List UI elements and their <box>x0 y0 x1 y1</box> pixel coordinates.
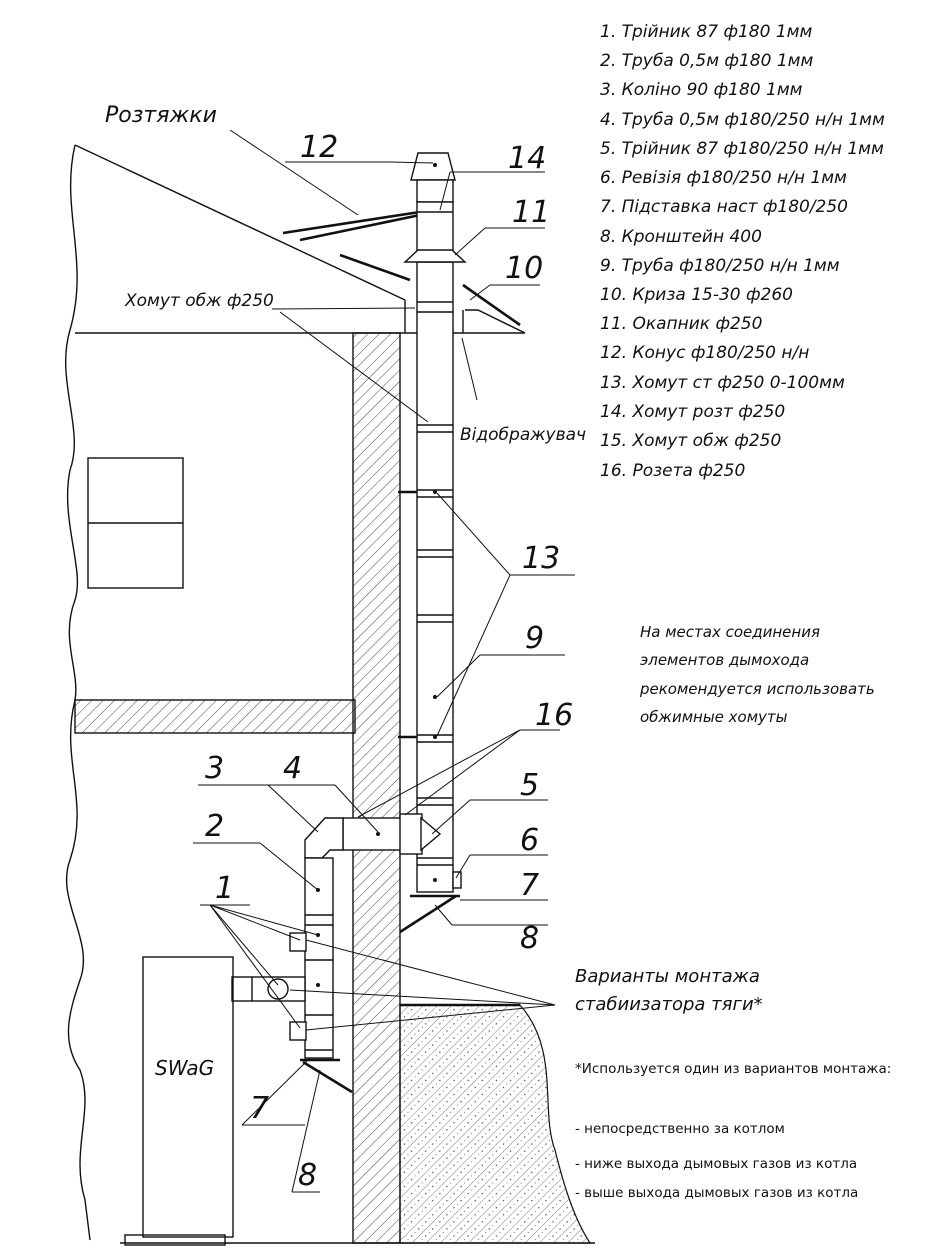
callout-8-top: 8 <box>520 921 539 956</box>
footnote-title: *Используется один из вариантов монтажа: <box>575 1061 891 1077</box>
boiler-flue-assembly <box>231 817 353 1094</box>
legend-item: 15. Хомут обж ф250 <box>600 431 781 451</box>
building-outline <box>64 144 525 1241</box>
note-line: рекомендуется использовать <box>639 680 875 698</box>
legend-item: 4. Труба 0,5м ф180/250 н/н 1мм <box>600 110 885 130</box>
legend-item: 5. Трійник 87 ф180/250 н/н 1мм <box>600 139 884 159</box>
note-line: обжимные хомуты <box>640 708 788 726</box>
legend: 1. Трійник 87 ф180 1мм 2. Труба 0,5м ф18… <box>600 22 885 481</box>
callout-7-bottom: 7 <box>250 1091 269 1126</box>
footnote-option: - ниже выхода дымовых газов из котла <box>575 1156 857 1172</box>
ground-section <box>399 1003 592 1244</box>
legend-item: 2. Труба 0,5м ф180 1мм <box>600 51 813 71</box>
callout-2: 2 <box>205 809 224 844</box>
legend-item: 6. Ревізія ф180/250 н/н 1мм <box>600 168 847 188</box>
boiler-label: SWaG <box>155 1056 214 1080</box>
legend-item: 10. Криза 15-30 ф260 <box>600 285 793 305</box>
guy-wires <box>282 210 521 327</box>
callout-10: 10 <box>505 251 543 286</box>
footnote-option: - непосредственно за котлом <box>575 1121 785 1137</box>
brick-wall <box>352 332 401 1244</box>
stabilizer-label-line1: Варианты монтажа <box>575 966 760 987</box>
leader-lines <box>193 129 575 1193</box>
footnote: *Используется один из вариантов монтажа:… <box>575 1061 891 1201</box>
legend-item: 13. Хомут ст ф250 0-100мм <box>600 373 845 393</box>
legend-item: 7. Підставка наст ф180/250 <box>600 197 848 217</box>
callout-9: 9 <box>525 621 544 656</box>
clamp-label: Хомут обж ф250 <box>124 291 274 311</box>
legend-item: 8. Кронштейн 400 <box>600 227 762 247</box>
legend-item: 11. Окапник ф250 <box>600 314 762 334</box>
callout-14: 14 <box>508 141 546 176</box>
legend-item: 9. Труба ф180/250 н/н 1мм <box>600 256 840 276</box>
callout-6: 6 <box>520 823 539 858</box>
footnote-option: - выше выхода дымовых газов из котла <box>575 1185 858 1201</box>
legend-item: 16. Розета ф250 <box>600 461 745 481</box>
chimney-pipe <box>398 152 526 934</box>
note-line: На местах соединения <box>640 623 820 641</box>
legend-item: 1. Трійник 87 ф180 1мм <box>600 22 812 42</box>
note-line: элементов дымохода <box>640 651 809 669</box>
callout-8-bottom: 8 <box>298 1158 317 1193</box>
callout-13: 13 <box>522 541 560 576</box>
wall-passthrough-pipe <box>342 813 442 855</box>
callout-16: 16 <box>535 698 573 733</box>
guy-wires-label: Розтяжки <box>105 103 217 128</box>
joint-note: На местах соединения элементов дымохода … <box>639 623 875 726</box>
callout-4: 4 <box>283 751 302 786</box>
legend-item: 14. Хомут розт ф250 <box>600 402 785 422</box>
callout-1: 1 <box>215 871 234 906</box>
callout-numbers: 12 14 11 10 13 9 16 3 4 5 2 6 1 7 8 7 8 <box>205 130 573 1193</box>
callout-3: 3 <box>205 751 224 786</box>
callout-12: 12 <box>300 130 338 165</box>
callout-7-top: 7 <box>520 868 539 903</box>
boiler: SWaG <box>142 956 234 1238</box>
legend-item: 3. Коліно 90 ф180 1мм <box>600 80 803 100</box>
boiler-base <box>124 1234 226 1246</box>
callout-5: 5 <box>520 768 539 803</box>
stabilizer-label-line2: стабиизатора тяги* <box>575 994 763 1015</box>
reflector-label: Відображувач <box>460 425 586 445</box>
callout-11: 11 <box>512 195 550 230</box>
legend-item: 12. Конус ф180/250 н/н <box>600 343 809 363</box>
